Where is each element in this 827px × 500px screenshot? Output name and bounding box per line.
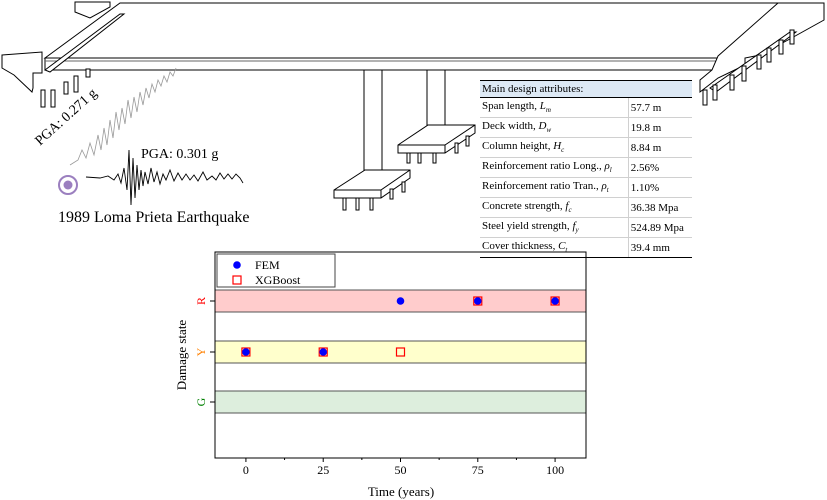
attribute-value: 19.8 m — [627, 117, 692, 138]
pier-column-front — [333, 69, 411, 211]
y-tick-label: R — [194, 297, 208, 305]
attribute-symbol: ρt — [601, 180, 609, 195]
attribute-symbol: Hc — [553, 140, 565, 155]
symbol-letter: f — [572, 220, 576, 233]
attribute-value: 1.10% — [627, 177, 692, 198]
attribute-value: 2.56% — [627, 157, 692, 178]
symbol-letter: C — [558, 240, 566, 253]
symbol-letter: L — [539, 100, 546, 113]
legend-marker-fem — [233, 261, 241, 269]
point-xgboost — [473, 296, 483, 306]
bridge-illustration: PGA: 0.271 g PGA: 0.301 g 1989 Loma Prie… — [1, 1, 825, 226]
table-header: Main design attributes: — [480, 80, 692, 98]
attribute-name: Reinforcement ratio Long., ρl — [480, 157, 629, 178]
attribute-symbol: ρl — [604, 160, 612, 175]
ground-motion-y-waveform — [85, 149, 244, 206]
point-xgboost — [550, 296, 560, 306]
point-xgboost — [241, 347, 251, 357]
point-fem — [396, 297, 405, 305]
band-G — [214, 390, 587, 414]
attribute-label: Reinforcement ratio Tran., — [482, 180, 602, 193]
x-axis-label: Time (years) — [368, 484, 434, 499]
attribute-symbol: fy — [572, 220, 579, 235]
attribute-name: Column height, Hc — [480, 137, 629, 158]
pga-label-2: PGA: 0.301 g — [141, 147, 218, 162]
band-Y — [214, 340, 587, 364]
attribute-symbol: Ct — [558, 240, 568, 255]
attribute-name: Span length, Lm — [480, 97, 629, 118]
attribute-name: Reinforcement ratio Tran., ρt — [480, 177, 629, 198]
attribute-label: Cover thickness, — [482, 240, 559, 253]
attribute-value: 524.89 Mpa — [627, 217, 692, 238]
attribute-value: 57.7 m — [627, 97, 692, 118]
symbol-subscript: c — [561, 146, 565, 155]
attribute-symbol: Lm — [539, 100, 551, 115]
x-tick-label: 0 — [243, 463, 249, 477]
legend-label: XGBoost — [255, 273, 301, 287]
y-tick-label: G — [194, 397, 208, 406]
point-xgboost — [395, 347, 406, 357]
symbol-letter: ρ — [604, 160, 610, 173]
attribute-symbol: fc — [565, 200, 572, 215]
right-abutment — [699, 2, 825, 106]
x-tick-label: 50 — [395, 463, 407, 477]
point-fem — [551, 297, 559, 305]
symbol-letter: f — [565, 200, 569, 213]
attribute-name: Cover thickness, Ct — [480, 237, 629, 258]
symbol-subscript: c — [568, 206, 572, 215]
x-tick-label: 100 — [546, 463, 564, 477]
symbol-subscript: t — [606, 186, 609, 195]
attribute-label: Column height, — [482, 140, 554, 153]
symbol-letter: H — [553, 140, 562, 153]
attribute-symbol: Dw — [538, 120, 552, 135]
symbol-subscript: y — [575, 226, 579, 235]
x-tick-label: 75 — [472, 463, 484, 477]
attribute-label: Span length, — [482, 100, 540, 113]
symbol-subscript: w — [546, 126, 552, 135]
point-fem — [473, 297, 482, 305]
earthquake-name: 1989 Loma Prieta Earthquake — [58, 209, 250, 226]
symbol-subscript: l — [609, 166, 612, 175]
attribute-name: Deck width, Dw — [480, 117, 629, 138]
symbol-letter: ρ — [601, 180, 607, 193]
symbol-letter: D — [538, 120, 547, 133]
table-header-row: Main design attributes: — [480, 80, 692, 98]
legend-label: FEM — [255, 258, 280, 272]
attribute-name: Concrete strength, fc — [480, 197, 629, 218]
symbol-subscript: m — [545, 106, 551, 115]
pier-column-back — [397, 69, 476, 164]
ground-motion-x-waveform — [69, 67, 177, 166]
point-xgboost — [318, 347, 328, 357]
left-abutment — [1, 1, 126, 108]
y-tick-label: Y — [194, 347, 208, 356]
point-fem — [242, 348, 250, 356]
point-fem — [319, 348, 328, 356]
attribute-value: 36.38 Mpa — [627, 197, 692, 218]
attribute-name: Steel yield strength, fy — [480, 217, 629, 238]
legend-marker-xgboost — [232, 275, 242, 285]
attribute-label: Concrete strength, — [482, 200, 566, 213]
x-tick-label: 25 — [317, 463, 329, 477]
attribute-label: Deck width, — [482, 120, 539, 133]
y-axis-label: Damage state — [174, 320, 189, 391]
attribute-label: Reinforcement ratio Long., — [482, 160, 605, 173]
symbol-subscript: t — [565, 246, 568, 255]
attribute-value: 39.4 mm — [627, 237, 692, 258]
attribute-value: 8.84 m — [627, 137, 692, 158]
epicenter-icon — [58, 175, 78, 195]
attribute-label: Steel yield strength, — [482, 220, 573, 233]
